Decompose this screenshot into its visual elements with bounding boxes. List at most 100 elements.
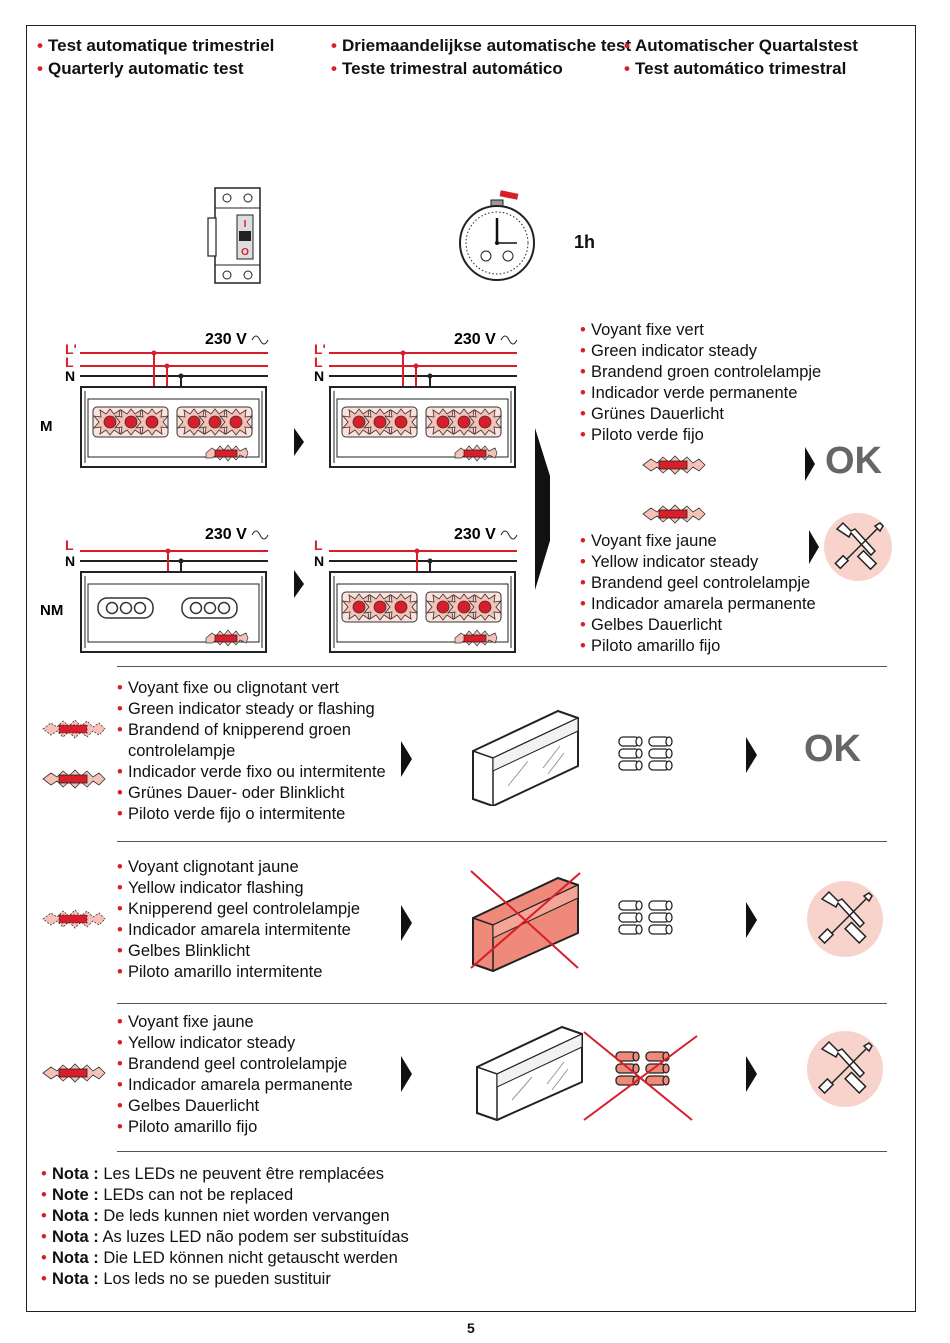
voltage-label: 230 V <box>205 331 247 348</box>
list-item: Gelbes Dauerlicht <box>580 615 816 636</box>
result-yellow-list: Voyant fixe jaune Yellow indicator stead… <box>580 531 816 657</box>
indicator-flashing-icon <box>42 909 106 929</box>
line-label: N <box>314 368 324 384</box>
notes-list: Nota : Les LEDs ne peuvent être remplacé… <box>41 1164 409 1290</box>
stopwatch-icon <box>459 190 535 281</box>
list-item: Gelbes Dauerlicht <box>117 1096 353 1117</box>
header-text: Quarterly automatic test <box>37 57 274 80</box>
header-text: Teste trimestral automático <box>331 57 631 80</box>
arrow-icon <box>805 447 815 481</box>
breaker-off-label: O <box>241 247 249 258</box>
header-col3: Automatischer Quartalstest Test automáti… <box>624 34 858 80</box>
list-item: Voyant clignotant jaune <box>117 857 360 878</box>
page-number: 5 <box>467 1320 475 1336</box>
list-item: Piloto amarillo fijo <box>580 636 816 657</box>
list-item: Indicador verde fixo ou intermitente <box>117 762 402 783</box>
indicator-flashing-icon <box>42 719 106 789</box>
divider <box>117 1003 887 1004</box>
batteries-icon <box>618 900 673 935</box>
line-label: L' <box>314 341 326 357</box>
wiring-diagrams: 230 V L' L N M 230 V L' L N 230 V L N NM… <box>40 331 550 663</box>
list-item: Yellow indicator steady <box>580 552 816 573</box>
arrow-icon <box>746 737 757 773</box>
ok-label: OK <box>825 440 882 482</box>
tools-icon <box>807 1031 883 1107</box>
list-item: Yellow indicator flashing <box>117 878 360 899</box>
emergency-light-device-replace-icon <box>470 870 581 973</box>
arrow-icon <box>401 741 412 777</box>
mode-label-m: M <box>40 418 53 435</box>
list-item: Green indicator steady <box>580 341 821 362</box>
list-item: Indicador amarela intermitente <box>117 920 360 941</box>
list-item: Piloto amarillo fijo <box>117 1117 353 1138</box>
list-item: Brandend geel controlelampje <box>117 1054 353 1075</box>
line-label: N <box>65 368 75 384</box>
list-item: Piloto verde fijo <box>580 425 821 446</box>
batteries-icon <box>618 736 673 771</box>
arrow-icon <box>401 905 412 941</box>
list-item: Voyant fixe jaune <box>117 1012 353 1033</box>
indicator-icons <box>642 455 706 524</box>
list-item: Grünes Dauerlicht <box>580 404 821 425</box>
note-item: Nota : Les LEDs ne peuvent être remplacé… <box>41 1164 409 1185</box>
voltage-label: 230 V <box>205 526 247 543</box>
list-item: Brandend geel controlelampje <box>580 573 816 594</box>
voltage-label: 230 V <box>454 526 496 543</box>
list-item: Gelbes Blinklicht <box>117 941 360 962</box>
list-item: Green indicator steady or flashing <box>117 699 402 720</box>
line-label: L <box>314 354 323 370</box>
list-item: Indicador amarela permanente <box>117 1075 353 1096</box>
row1-list: Voyant fixe ou clignotant vert Green ind… <box>117 678 402 825</box>
voltage-label: 230 V <box>454 331 496 348</box>
header-col2: Driemaandelijkse automatische test Teste… <box>331 34 631 80</box>
emergency-light-device-icon <box>476 1025 583 1122</box>
list-item: Indicador verde permanente <box>580 383 821 404</box>
line-label: L <box>65 354 74 370</box>
header-col1: Test automatique trimestriel Quarterly a… <box>37 34 274 80</box>
circuit-breaker-icon: I O <box>207 187 261 284</box>
list-item: Voyant fixe ou clignotant vert <box>117 678 402 699</box>
line-label: N <box>65 553 75 569</box>
list-item: Knipperend geel controlelampje <box>117 899 360 920</box>
header-text: Automatischer Quartalstest <box>624 34 858 57</box>
emergency-light-device-icon <box>472 709 579 806</box>
note-item: Nota : As luzes LED não podem ser substi… <box>41 1227 409 1248</box>
header-text: Test automatique trimestriel <box>37 34 274 57</box>
list-item: Voyant fixe jaune <box>580 531 816 552</box>
header-text: Driemaandelijkse automatische test <box>331 34 631 57</box>
tools-icon <box>824 513 892 581</box>
arrow-icon <box>401 1056 412 1092</box>
divider <box>117 666 887 667</box>
line-label: L <box>314 537 323 553</box>
arrow-icon <box>746 1056 757 1092</box>
note-item: Nota : De leds kunnen niet worden vervan… <box>41 1206 409 1227</box>
line-label: L' <box>65 341 77 357</box>
batteries-replace-icon <box>583 1031 698 1121</box>
note-item: Nota : Los leds no se pueden sustituir <box>41 1269 409 1290</box>
list-item: Brandend of knipperend groen controlelam… <box>117 720 373 762</box>
mode-label-nm: NM <box>40 602 63 619</box>
divider <box>117 841 887 842</box>
list-item: Grünes Dauer- oder Blinklicht <box>117 783 402 804</box>
line-label: L <box>65 537 74 553</box>
note-item: Note : LEDs can not be replaced <box>41 1185 409 1206</box>
result-green-list: Voyant fixe vert Green indicator steady … <box>580 320 821 446</box>
list-item: Piloto amarillo intermitente <box>117 962 360 983</box>
row2-list: Voyant clignotant jaune Yellow indicator… <box>117 857 360 983</box>
list-item: Brandend groen controlelampje <box>580 362 821 383</box>
breaker-on-label: I <box>244 219 247 230</box>
list-item: Indicador amarela permanente <box>580 594 816 615</box>
page-frame <box>26 25 916 1312</box>
ok-label: OK <box>804 728 861 770</box>
timer-duration: 1h <box>574 232 596 252</box>
list-item: Yellow indicator steady <box>117 1033 353 1054</box>
tools-icon <box>807 881 883 957</box>
list-item: Voyant fixe vert <box>580 320 821 341</box>
row3-list: Voyant fixe jaune Yellow indicator stead… <box>117 1012 353 1138</box>
list-item: Piloto verde fijo o intermitente <box>117 804 402 825</box>
line-label: N <box>314 553 324 569</box>
note-item: Nota : Die LED können nicht getauscht we… <box>41 1248 409 1269</box>
arrow-icon <box>746 902 757 938</box>
divider <box>117 1151 887 1152</box>
header-text: Test automático trimestral <box>624 57 858 80</box>
